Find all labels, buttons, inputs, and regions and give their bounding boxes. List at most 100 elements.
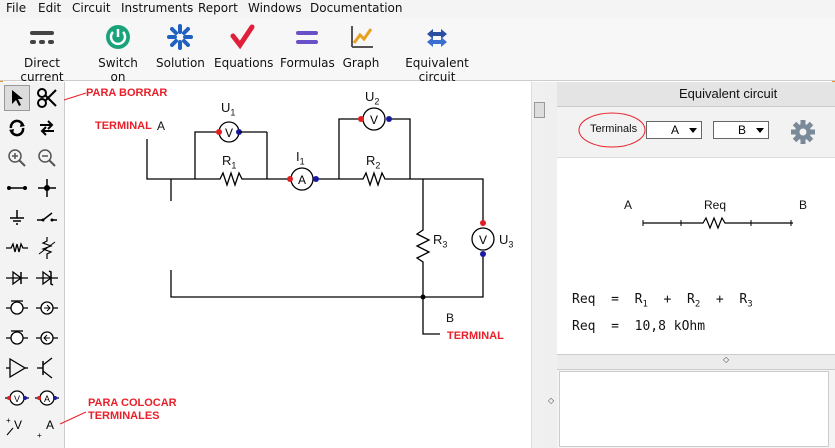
resistor-tool[interactable] — [4, 235, 30, 261]
voltage-source-tool[interactable] — [4, 325, 30, 351]
voltmeter-u1[interactable]: V — [216, 121, 267, 143]
terminals-label: Terminals — [590, 123, 638, 135]
graph-button[interactable]: Graph — [342, 24, 380, 70]
equivalent-circuit-icon — [427, 29, 447, 47]
output-area[interactable] — [559, 371, 829, 447]
svg-text:+: + — [6, 416, 11, 425]
canvas-scrollbar[interactable] — [531, 82, 546, 448]
wire-icon — [7, 186, 27, 190]
diode-tool[interactable] — [4, 265, 30, 291]
solution-button[interactable]: Solution — [156, 24, 205, 70]
voltage-label-icon: V+ — [6, 416, 22, 436]
voltmeter-u3[interactable]: V — [471, 220, 495, 257]
rotate-tool[interactable] — [4, 115, 30, 141]
label-u1: U1 — [221, 100, 236, 118]
circuit-diagram: V A V V — [146, 107, 495, 335]
terminals-bar: Terminals A B — [557, 107, 835, 158]
voltmeter-u2[interactable]: V — [358, 107, 392, 131]
svg-text:A: A — [44, 394, 50, 404]
terminal-label-tool[interactable]: A+ — [34, 414, 60, 440]
ground-icon — [10, 210, 24, 225]
menu-instruments[interactable]: Instruments — [121, 1, 194, 15]
select-tool[interactable] — [4, 85, 30, 111]
toolbar: Direct current Switch on Solution Equati… — [0, 18, 835, 84]
direct-current-icon — [30, 31, 54, 44]
terminal-to-select[interactable]: B — [713, 121, 769, 139]
voltage-label-tool[interactable]: V+ — [4, 414, 30, 440]
menu-report[interactable]: Report — [198, 1, 238, 15]
panel-splitter[interactable]: ◇ — [545, 82, 557, 448]
ground-tool[interactable] — [4, 205, 30, 231]
transistor-tool[interactable] — [34, 355, 60, 381]
menu-documentation[interactable]: Documentation — [310, 1, 403, 15]
variable-resistor-tool[interactable] — [34, 235, 60, 261]
terminal-from-select[interactable]: A — [646, 121, 702, 139]
voltmeter-icon: V — [5, 390, 29, 406]
voltmeter-tool[interactable]: V — [4, 385, 30, 411]
splitter-handle-icon: ◇ — [548, 396, 555, 405]
rotate-icon — [9, 119, 25, 137]
horizontal-splitter[interactable]: ◇ — [557, 354, 835, 370]
node-icon — [38, 179, 56, 197]
checkmark-icon — [230, 24, 255, 50]
circuit-canvas[interactable]: V A V V U1 R1 I1 U2 R2 R3 U3 A B — [65, 82, 531, 448]
switch-tool[interactable] — [34, 205, 60, 231]
diode-icon — [6, 270, 28, 286]
wire-tool[interactable] — [4, 175, 30, 201]
amplifier-tool[interactable] — [4, 355, 30, 381]
equivalent-diagram-area: A Req B Req = R1 + R2 + R3 Req = 10,8 kO… — [557, 158, 835, 354]
switch-icon — [37, 212, 57, 222]
menu-bar: File Edit Circuit Instruments Report Win… — [0, 0, 835, 18]
scroll-thumb[interactable] — [534, 102, 545, 118]
current-source-tool[interactable] — [34, 295, 60, 321]
equivalent-circuit-panel: Equivalent circuit Terminals A B A Req B — [557, 82, 835, 448]
resistor-r1 — [215, 170, 285, 188]
equivalent-circuit-label: Equivalent circuit — [405, 56, 469, 84]
direct-current-button[interactable]: Direct current — [4, 24, 80, 84]
zener-diode-tool[interactable] — [34, 265, 60, 291]
resistor-r3 — [415, 179, 431, 297]
menu-edit[interactable]: Edit — [38, 1, 62, 15]
wire-bottom — [170, 254, 484, 298]
equivalent-circuit-button[interactable]: Equivalent circuit — [389, 24, 485, 84]
node-tool[interactable] — [34, 175, 60, 201]
wire-u2-right — [389, 118, 411, 179]
zener-diode-icon — [36, 270, 58, 286]
gear-icon[interactable] — [790, 119, 816, 145]
diagram-terminal-a: A — [624, 198, 633, 212]
svg-text:V: V — [370, 113, 378, 127]
node-label-b: B — [446, 311, 455, 325]
delete-tool[interactable] — [34, 85, 60, 111]
formulas-button[interactable]: Formulas — [280, 24, 335, 70]
menu-windows[interactable]: Windows — [248, 1, 302, 15]
scissors-icon — [37, 88, 57, 108]
capacitor-tool[interactable] — [4, 295, 30, 321]
power-icon — [106, 25, 130, 49]
svg-text:V: V — [479, 233, 487, 247]
equations-label: Equations — [214, 56, 274, 70]
panel-title: Equivalent circuit — [679, 86, 778, 101]
formulas-label: Formulas — [280, 56, 335, 70]
menu-file[interactable]: File — [6, 1, 27, 15]
annotation-terminal-b: TERMINAL — [447, 330, 504, 342]
graph-label: Graph — [342, 56, 380, 70]
flip-tool[interactable] — [34, 115, 60, 141]
wire-u3-top — [423, 178, 484, 223]
diagram-terminal-b: B — [799, 198, 808, 212]
equations-button[interactable]: Equations — [214, 24, 274, 70]
amplifier-icon — [6, 357, 28, 379]
equivalent-resistor — [642, 216, 793, 230]
ammeter-i1[interactable]: A — [287, 167, 319, 191]
solution-icon — [167, 24, 193, 50]
menu-circuit[interactable]: Circuit — [72, 1, 111, 15]
diagram-req-label: Req — [704, 198, 727, 212]
voltage-source-icon — [6, 330, 28, 345]
zoom-out-tool[interactable] — [34, 145, 60, 171]
ac-source-tool[interactable] — [34, 325, 60, 351]
switch-on-button[interactable]: Switch on — [90, 24, 146, 84]
svg-text:V: V — [14, 394, 20, 404]
zoom-in-tool[interactable] — [4, 145, 30, 171]
label-r2: R2 — [366, 153, 381, 171]
ammeter-tool[interactable]: A — [34, 385, 60, 411]
terminal-label-icon: A+ — [37, 418, 54, 439]
